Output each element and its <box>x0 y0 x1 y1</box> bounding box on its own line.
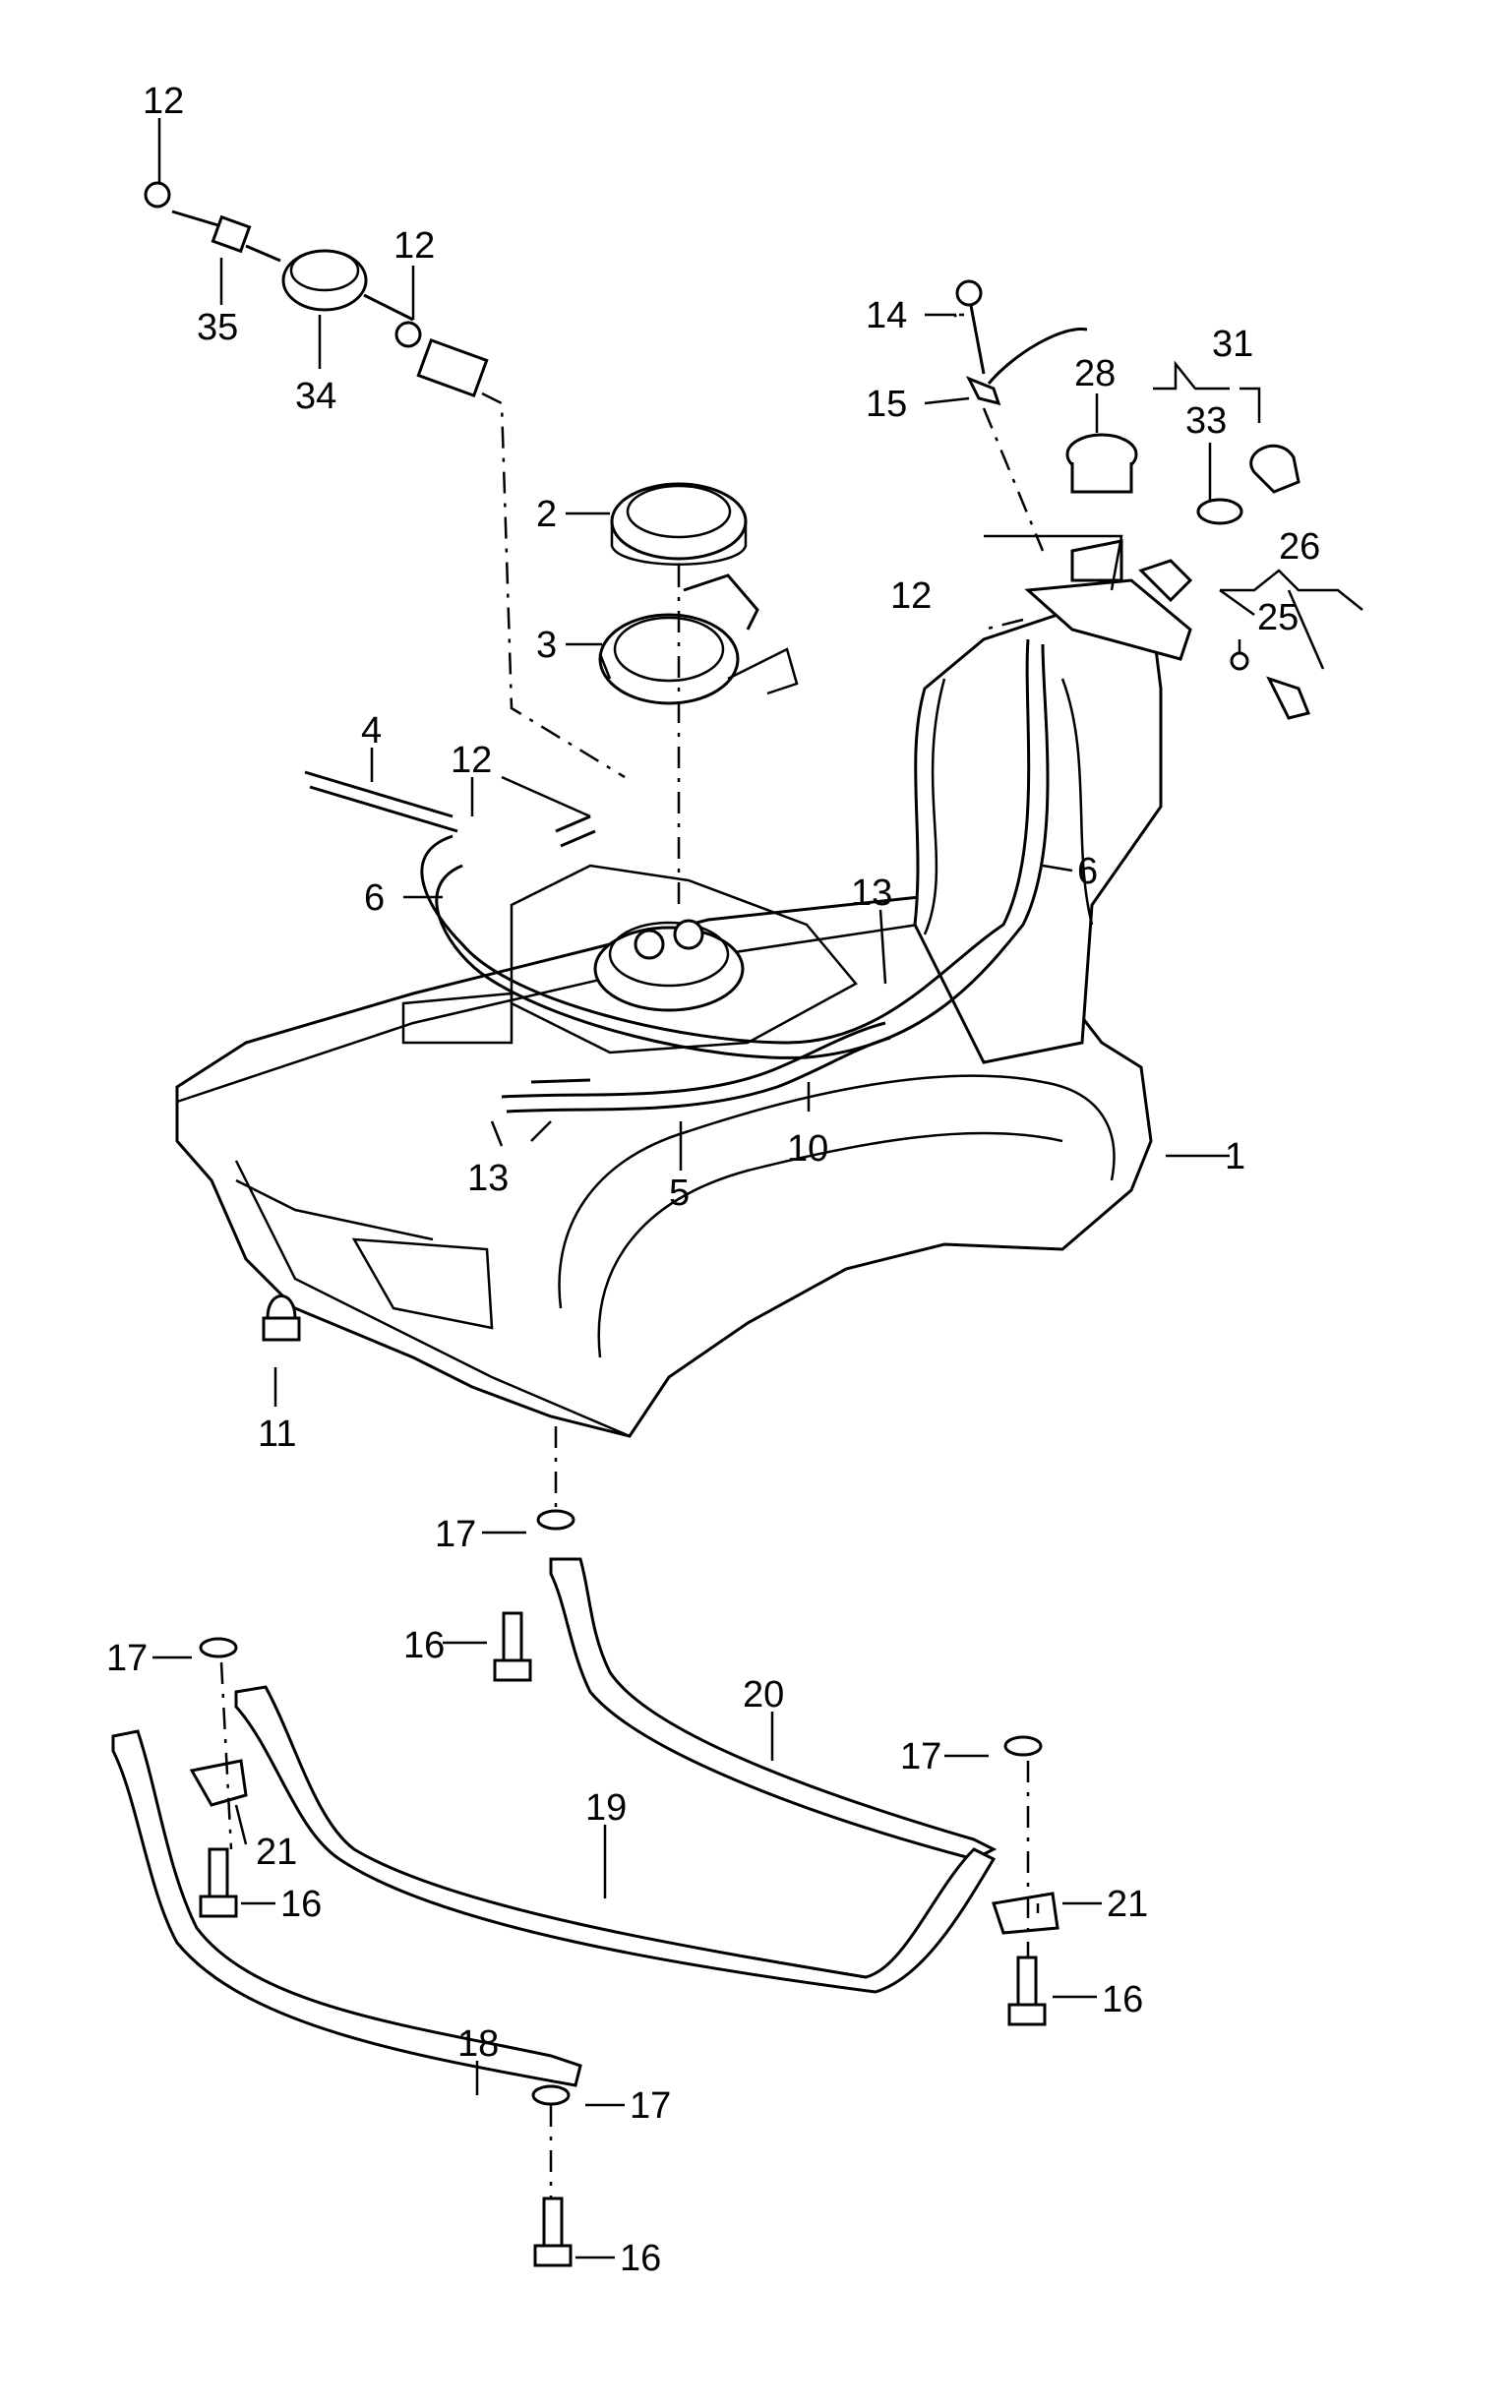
callout-21-right: 21 <box>1107 1884 1148 1925</box>
callout-labels: 12 35 34 12 2 3 4 12 6 6 13 13 5 10 1 11… <box>106 81 1320 2279</box>
callout-1: 1 <box>1225 1136 1245 1177</box>
callout-17-bottom: 17 <box>630 2085 671 2127</box>
callout-12-top-left: 12 <box>143 81 184 122</box>
callout-19: 19 <box>585 1787 627 1829</box>
callout-12-filter: 12 <box>393 225 435 267</box>
callout-12-hose: 12 <box>451 740 492 781</box>
callout-2: 2 <box>536 494 557 535</box>
callout-34: 34 <box>295 376 336 417</box>
callout-25: 25 <box>1257 597 1299 638</box>
callout-12-filler: 12 <box>890 575 932 617</box>
callout-4: 4 <box>361 710 382 752</box>
leader-lines <box>152 118 1363 2259</box>
callout-17-left: 17 <box>106 1638 148 1679</box>
callout-13-right: 13 <box>851 873 892 914</box>
callout-20: 20 <box>743 1674 784 1716</box>
callout-10: 10 <box>787 1128 828 1170</box>
fuel-tank-drawing <box>175 598 1163 1438</box>
callout-3: 3 <box>536 625 557 666</box>
filler-parts <box>955 279 1311 720</box>
fasteners <box>199 1294 1047 2267</box>
locking-ring-and-seal <box>598 482 799 705</box>
callout-16-right: 16 <box>1102 1979 1143 2020</box>
callout-13-left: 13 <box>467 1158 509 1199</box>
callout-17-right: 17 <box>900 1736 941 1777</box>
callout-21-left: 21 <box>256 1832 297 1873</box>
callout-16-center: 16 <box>403 1625 445 1666</box>
callout-35: 35 <box>197 307 238 348</box>
callout-16-bottom: 16 <box>620 2238 661 2279</box>
callout-5: 5 <box>669 1173 690 1214</box>
callout-33: 33 <box>1185 400 1227 442</box>
callout-6-left: 6 <box>364 877 385 919</box>
callout-14: 14 <box>866 295 907 336</box>
callout-17-center: 17 <box>435 1514 476 1555</box>
fuel-lines <box>304 638 1050 1114</box>
callout-28: 28 <box>1074 353 1116 394</box>
callout-31: 31 <box>1212 324 1253 365</box>
tank-straps <box>111 1557 1059 2087</box>
callout-26: 26 <box>1279 526 1320 568</box>
callout-11: 11 <box>258 1414 296 1455</box>
carbon-filter-assembly <box>144 181 489 398</box>
callout-16-left: 16 <box>280 1884 322 1925</box>
callout-18: 18 <box>457 2023 499 2065</box>
callout-15: 15 <box>866 384 907 425</box>
callout-6-right: 6 <box>1077 851 1098 892</box>
